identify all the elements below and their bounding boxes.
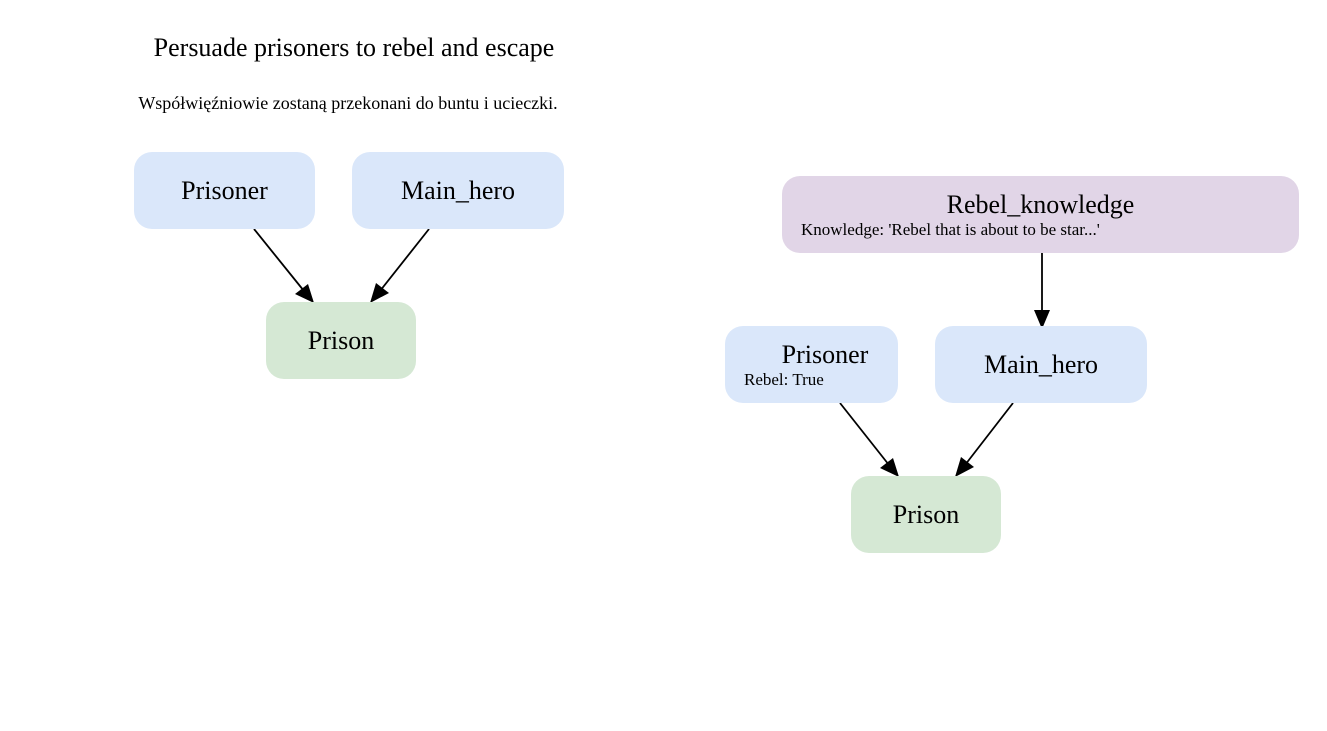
node-label: Prisoner xyxy=(181,175,268,205)
node-label: Main_hero xyxy=(983,349,1099,379)
node-label: Prison xyxy=(307,325,375,355)
node-label: Prison xyxy=(892,499,960,529)
edge-main-hero-to-prison-after xyxy=(955,402,1014,477)
edge-main-hero-to-prison-before xyxy=(370,228,430,303)
diagram-title: Persuade prisoners to rebel and escape xyxy=(153,33,555,62)
node-attribute: Rebel: True xyxy=(744,369,824,389)
node-label: Prisoner xyxy=(781,339,869,369)
node-prison-after: Prison xyxy=(851,476,1001,553)
node-prison-before: Prison xyxy=(266,302,416,379)
node-prisoner-after: Prisoner Rebel: True xyxy=(725,326,898,403)
diagram-subtitle: Współwięźniowie zostaną przekonani do bu… xyxy=(138,93,558,113)
node-prisoner-before: Prisoner xyxy=(134,152,315,229)
node-rebel-knowledge: Rebel_knowledge Knowledge: 'Rebel that i… xyxy=(782,176,1299,253)
node-main-hero-after: Main_hero xyxy=(935,326,1147,403)
edge-prisoner-to-prison-before xyxy=(253,228,314,303)
node-label: Rebel_knowledge xyxy=(946,189,1135,219)
node-attribute: Knowledge: 'Rebel that is about to be st… xyxy=(801,219,1100,239)
node-label: Main_hero xyxy=(400,175,516,205)
edge-rebel-knowledge-to-main-hero xyxy=(1034,253,1050,329)
edge-prisoner-to-prison-after xyxy=(839,402,899,477)
node-main-hero-before: Main_hero xyxy=(352,152,564,229)
